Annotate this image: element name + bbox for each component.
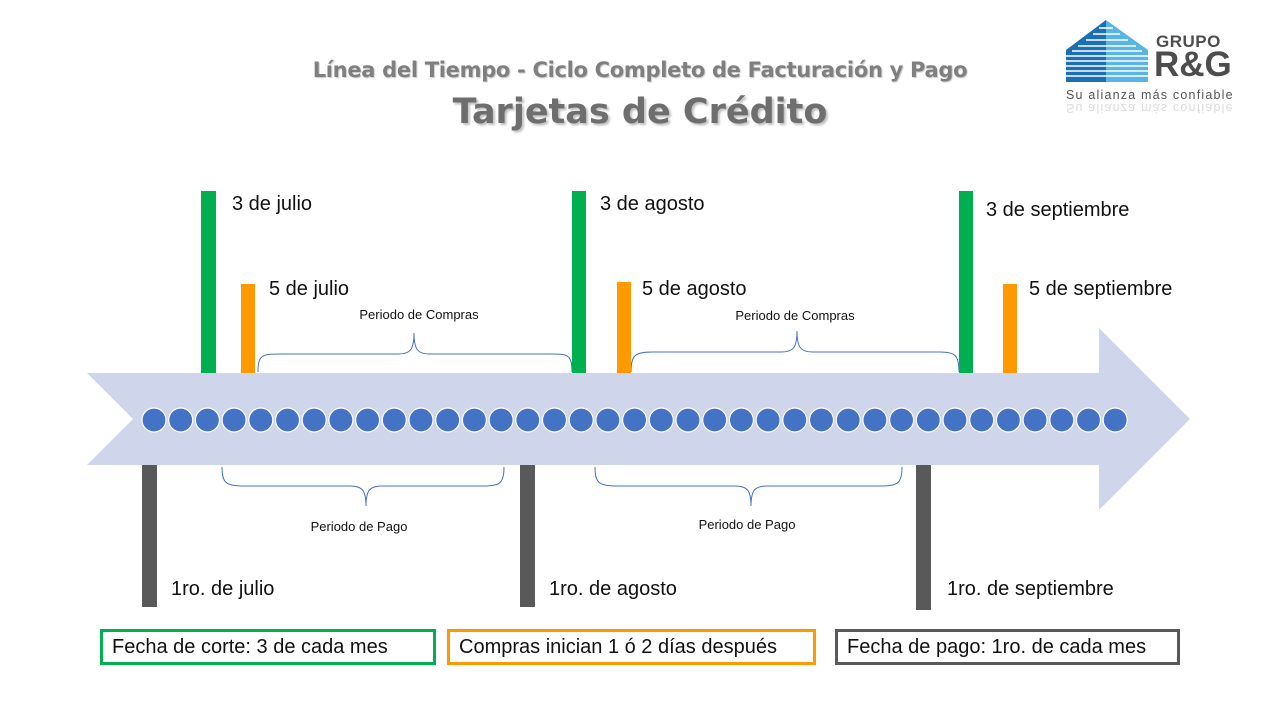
brace-periodo-pago-1 [221, 466, 505, 507]
pago-label-julio: 1ro. de julio [171, 578, 275, 600]
timeline-dot [942, 407, 968, 433]
timeline-dot [728, 407, 755, 433]
timeline-dot [461, 407, 487, 433]
page-title: Tarjetas de Crédito [452, 92, 828, 132]
timeline-dot [1049, 407, 1075, 433]
timeline-dot [568, 407, 594, 433]
timeline-dot [888, 407, 915, 433]
timeline-dot [221, 407, 247, 433]
timeline-dot [862, 407, 888, 433]
pago-label-septiembre: 1ro. de septiembre [947, 578, 1114, 600]
logo-brand-text: R&G [1154, 45, 1232, 84]
periodo-pago-label-1: Periodo de Pago [310, 519, 408, 534]
pago-label-agosto: 1ro. de agosto [549, 578, 677, 600]
legend-fecha-pago: Fecha de pago: 1ro. de cada mes [835, 629, 1180, 665]
timeline-dot [915, 407, 941, 433]
timeline-dot [1022, 407, 1048, 433]
timeline-dot [141, 407, 167, 433]
pago-bar-septiembre [916, 465, 931, 610]
timeline-dot [621, 407, 648, 433]
timeline-dot [782, 407, 808, 433]
timeline-dot [675, 407, 701, 433]
periodo-compras-label-2: Periodo de Compras [735, 308, 855, 323]
timeline-dot [702, 407, 728, 433]
timeline-dot [488, 407, 514, 433]
timeline-dot [1102, 407, 1128, 433]
logo-building-icon [1066, 20, 1148, 82]
pago-bar-julio [142, 465, 157, 607]
page-subtitle: Línea del Tiempo - Ciclo Completo de Fac… [312, 58, 968, 82]
compras-label-julio: 5 de julio [269, 278, 350, 300]
logo-tagline: Su alianza más confiable [1066, 88, 1234, 102]
legend-inicio-compras: Compras inician 1 ó 2 días después [447, 629, 816, 665]
corte-label-julio: 3 de julio [232, 193, 313, 215]
timeline-dot [595, 407, 621, 433]
periodo-compras-label-1: Periodo de Compras [359, 307, 479, 322]
timeline-dot [969, 407, 995, 433]
timeline-dot [541, 407, 568, 433]
timeline-dot [808, 407, 835, 433]
timeline-dot [995, 407, 1022, 433]
compras-label-septiembre: 5 de septiembre [1029, 278, 1173, 300]
brace-periodo-pago-2 [594, 466, 903, 507]
corte-bar-julio [201, 191, 216, 373]
timeline-dot [355, 407, 381, 433]
brace-periodo-compras-1 [257, 332, 573, 373]
corte-bar-septiembre [959, 191, 973, 373]
timeline-dot [248, 407, 274, 433]
timeline-dot [274, 407, 301, 433]
legend-fecha-corte: Fecha de corte: 3 de cada mes [100, 629, 436, 665]
timeline-dot [755, 407, 781, 433]
compras-bar-agosto [617, 282, 631, 373]
corte-label-agosto: 3 de agosto [600, 193, 705, 215]
timeline-dot [515, 407, 541, 433]
pago-bar-agosto [520, 465, 535, 607]
timeline-dot [1075, 407, 1102, 433]
timeline-dot [168, 407, 194, 433]
timeline-dot [835, 407, 861, 433]
timeline-dot [194, 407, 220, 433]
timeline-dot [381, 407, 407, 433]
timeline-dots [141, 407, 1128, 433]
timeline-dot [328, 407, 354, 433]
corte-label-septiembre: 3 de septiembre [986, 199, 1130, 221]
logo-grupo-text: GRUPO [1156, 32, 1221, 51]
periodo-pago-label-2: Periodo de Pago [698, 517, 796, 532]
timeline-dot [648, 407, 674, 433]
timeline-dot [408, 407, 434, 433]
compras-label-agosto: 5 de agosto [642, 278, 747, 300]
brace-periodo-compras-2 [630, 330, 960, 373]
compras-bar-julio [241, 284, 255, 373]
timeline-dot [301, 407, 327, 433]
corte-bar-agosto [572, 191, 586, 373]
compras-bar-septiembre [1003, 284, 1017, 373]
timeline-dot [435, 407, 461, 433]
